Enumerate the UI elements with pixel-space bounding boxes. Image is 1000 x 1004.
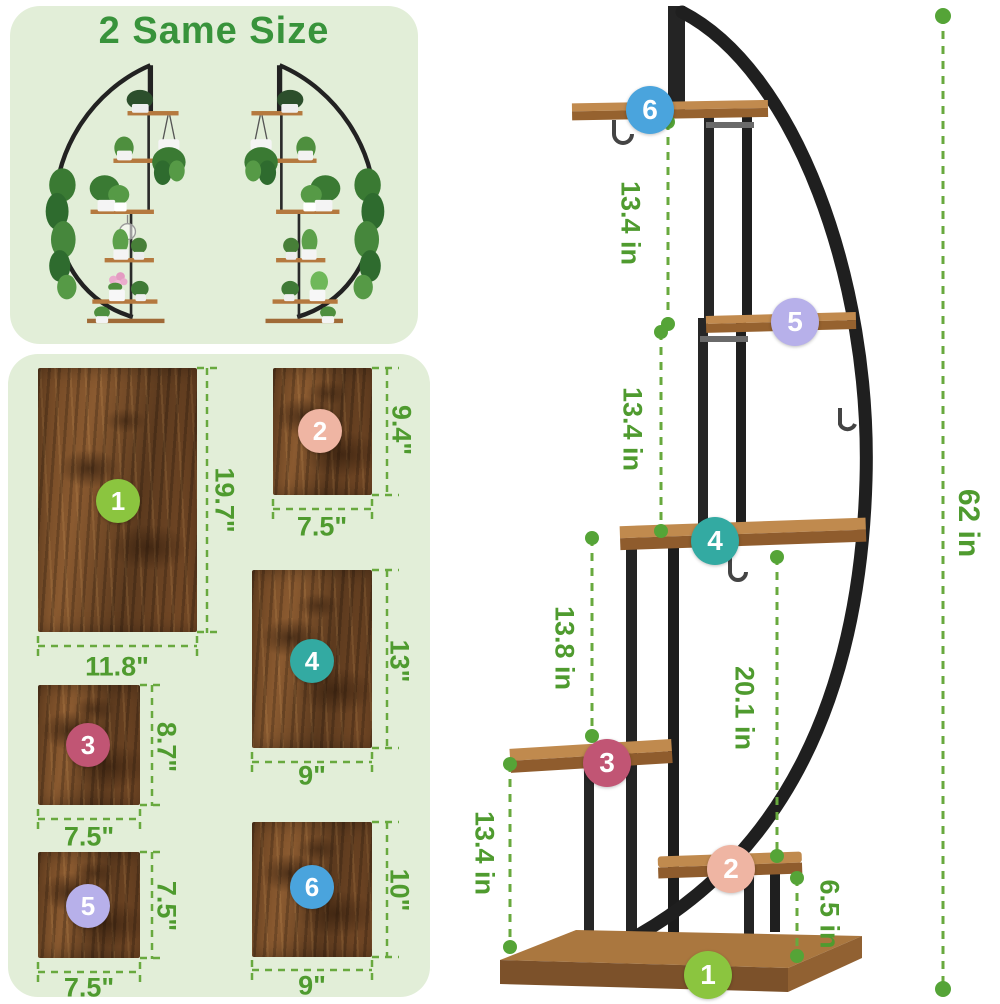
dim-shelf3-base: 13.4 in — [469, 810, 500, 896]
same-size-photo-panel — [10, 6, 418, 344]
dim-shelf5-shelf4: 13.4 in — [617, 386, 648, 472]
board5-height-label: 7.5" — [151, 880, 182, 932]
dim-shelf6-shelf5: 13.4 in — [615, 180, 646, 266]
board3-width-label: 7.5" — [63, 821, 115, 852]
board6-height-label: 10" — [384, 868, 415, 912]
board6-width-label: 9" — [298, 970, 326, 1001]
stand-badge-6: 6 — [626, 86, 674, 134]
plant-stand-photo-left — [45, 63, 186, 324]
board2-width-label: 7.5" — [296, 511, 348, 542]
board1-height-label: 19.7" — [209, 467, 240, 533]
mini-stand-plants — [244, 89, 385, 324]
base-shelf — [500, 930, 862, 992]
shelf-4 — [619, 517, 867, 551]
plant-stand-photo-right — [244, 63, 385, 324]
stand-badge-3: 3 — [583, 739, 631, 787]
stand-badge-2: 2 — [707, 845, 755, 893]
mini-stand-frame — [53, 63, 179, 324]
board-badge-6: 6 — [290, 865, 334, 909]
board1-width-label: 11.8" — [85, 651, 149, 682]
board-badge-1: 1 — [96, 479, 140, 523]
dim-total-height: 62 in — [952, 488, 985, 558]
dim-shelf2-base: 6.5 in — [814, 879, 845, 949]
hook-icon — [728, 556, 748, 582]
board-badge-4: 4 — [290, 639, 334, 683]
stand-badge-5: 5 — [771, 298, 819, 346]
board4-height-label: 13" — [384, 639, 415, 683]
stand-badge-1: 1 — [684, 951, 732, 999]
hook-icon — [838, 408, 857, 432]
hook-icon — [612, 120, 634, 145]
dim-shelf4-shelf3: 13.8 in — [549, 605, 580, 691]
stand-frame — [584, 5, 873, 959]
board-badge-3: 3 — [66, 723, 110, 767]
dim-shelf4-shelf2: 20.1 in — [729, 665, 760, 751]
panel-title: 2 Same Size — [98, 10, 330, 52]
board4-width-label: 9" — [298, 760, 326, 791]
board5-width-label: 7.5" — [63, 972, 115, 1003]
stand-dimension-lines — [508, 16, 945, 989]
stand-badge-4: 4 — [691, 517, 739, 565]
board-badge-2: 2 — [298, 409, 342, 453]
board3-height-label: 8.7" — [151, 721, 182, 773]
board-dimension-lines — [36, 366, 399, 984]
board2-height-label: 9.4" — [386, 404, 417, 456]
arc-frame — [611, 5, 873, 953]
board-badge-5: 5 — [66, 884, 110, 928]
mini-stand-plants — [45, 89, 186, 324]
